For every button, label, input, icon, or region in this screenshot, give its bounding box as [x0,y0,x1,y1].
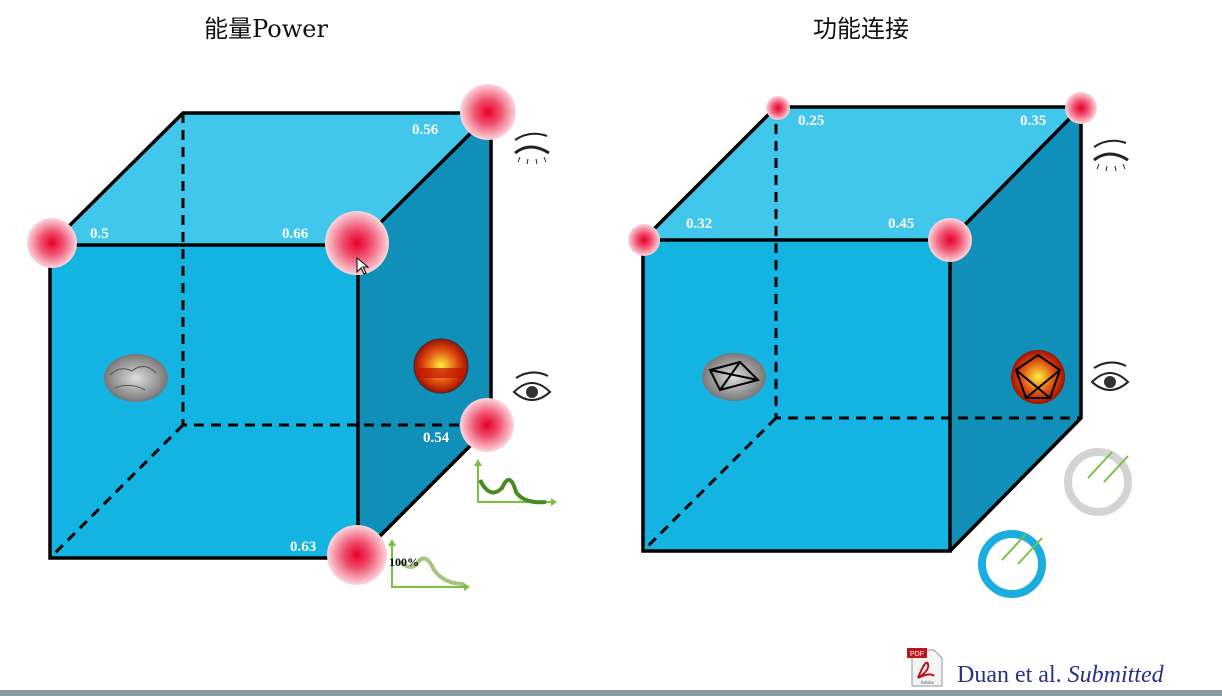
power-node[interactable] [325,211,389,275]
value-label: 0.66 [282,226,309,242]
hidden-edges [641,107,1081,553]
cube-side-face [358,113,491,558]
mouse-cursor-icon [356,256,370,275]
connectivity-title: 功能连接 [813,15,909,43]
value-label: 0.56 [412,122,439,138]
connectivity-node[interactable] [628,224,660,256]
connectivity-node[interactable] [766,96,790,120]
bottom-border [0,690,1222,696]
pdf-icon[interactable]: PDF Adobe [907,648,943,687]
value-label: 0.32 [686,216,712,232]
power-node[interactable] [27,218,77,268]
closed-eye-icon [514,132,550,165]
svg-text:Adobe: Adobe [920,681,934,686]
power-node[interactable] [327,525,387,585]
eeg-topomap-icon [413,338,469,394]
open-eye-icon [512,371,552,401]
connectivity-cube: 功能连接 0.32 0.45 0.25 0.35 [628,15,1132,598]
power-curve-icon-lower: 100% [388,539,470,591]
power-node[interactable] [460,398,514,452]
hidden-edges [48,113,491,560]
cube-top-face [50,113,491,245]
cube-side-face [950,107,1081,551]
citation-authors: Duan et al. [957,662,1062,688]
value-label: 0.54 [423,430,450,446]
power-node[interactable] [460,84,516,140]
connectivity-node[interactable] [928,218,972,262]
power-curve-icon-upper [474,459,557,506]
citation-status: Submitted [1068,662,1165,688]
blue-ring-icon [978,530,1046,598]
power-title: 能量Power [204,15,328,43]
value-label: 0.5 [90,226,109,242]
value-label: 0.25 [798,113,824,129]
power-cube: 能量Power 100% 0.5 0.66 0.56 0.54 0.63 [27,15,557,591]
brain-icon [104,354,168,402]
open-eye-icon [1090,361,1130,391]
closed-eye-icon [1093,139,1129,172]
topomap-network-icon [1011,350,1065,404]
curve-percent-label: 100% [389,555,419,569]
cube-front-face [643,240,950,551]
gray-ring-icon [1064,448,1132,516]
brain-network-icon [702,353,766,401]
value-label: 0.45 [888,216,914,232]
value-label: 0.35 [1020,113,1046,129]
citation-text: Duan et al. Submitted [957,662,1165,688]
svg-text:PDF: PDF [910,651,924,658]
cube-top-face [643,107,1081,240]
citation: PDF Adobe Duan et al. Submitted [907,648,1165,688]
cube-front-face [50,245,358,558]
connectivity-node[interactable] [1065,92,1097,124]
cube-edges [641,105,1086,553]
value-label: 0.63 [290,539,316,555]
